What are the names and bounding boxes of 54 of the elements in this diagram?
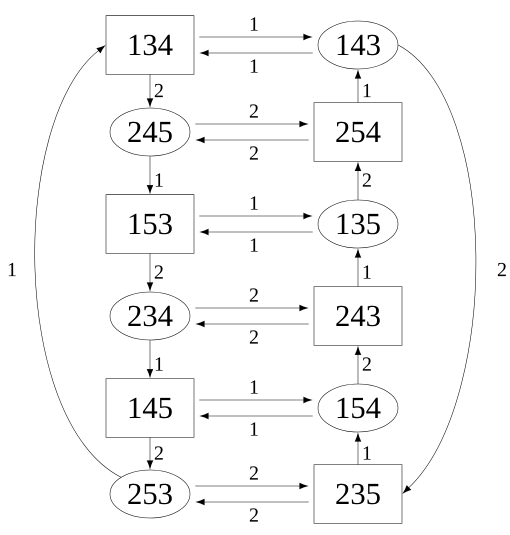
arrow xyxy=(196,136,309,144)
arrow xyxy=(34,45,122,478)
arrow xyxy=(354,162,362,200)
arrow xyxy=(195,120,308,128)
arrow xyxy=(354,249,362,287)
edge-label: 1 xyxy=(153,172,165,188)
edge-label: 1 xyxy=(248,16,260,32)
edge-label: 2 xyxy=(248,288,260,302)
arrow xyxy=(200,228,313,236)
arrow xyxy=(195,482,308,490)
edge-label: 1 xyxy=(153,356,165,372)
state-box: 243 xyxy=(314,286,402,346)
edge-label: 2 xyxy=(361,356,373,372)
arrow xyxy=(398,44,476,494)
arrow xyxy=(146,437,154,469)
edge-label: 2 xyxy=(153,83,165,98)
edge-label: 1 xyxy=(6,262,18,277)
state-box: 153 xyxy=(106,194,194,254)
arrow xyxy=(199,34,312,40)
state-box: 134 xyxy=(106,15,194,75)
edge-label: 1 xyxy=(361,264,373,280)
edge-label: 2 xyxy=(248,104,260,118)
arrow xyxy=(146,156,154,194)
edge-label: 2 xyxy=(153,264,165,280)
edge-label: 2 xyxy=(361,172,373,188)
edge-label: 2 xyxy=(248,330,260,344)
arrow xyxy=(199,212,312,220)
arrow xyxy=(199,396,312,404)
edge-label: 1 xyxy=(248,58,260,74)
edge-label: 1 xyxy=(248,196,260,210)
edge-label: 1 xyxy=(248,422,260,436)
arrow xyxy=(200,50,313,56)
edge-label: 2 xyxy=(248,146,260,160)
arrow xyxy=(354,433,362,465)
edge-label: 2 xyxy=(153,446,165,460)
arrow xyxy=(146,340,154,378)
arrow xyxy=(195,304,308,312)
edge-label: 1 xyxy=(361,446,373,460)
edge-label: 1 xyxy=(248,380,260,394)
state-box: 235 xyxy=(314,464,402,524)
arrow xyxy=(354,346,362,384)
arrow xyxy=(354,70,362,103)
edge-label: 1 xyxy=(248,238,260,252)
edge-label: 1 xyxy=(361,83,373,98)
arrow xyxy=(146,74,154,107)
edge-label: 2 xyxy=(248,508,260,522)
arrow xyxy=(196,498,309,506)
edge-label: 2 xyxy=(248,466,260,480)
arrow xyxy=(200,412,313,420)
arrow xyxy=(146,253,154,291)
edge-label: 2 xyxy=(496,262,508,277)
state-box: 254 xyxy=(314,102,402,162)
arrow xyxy=(196,320,309,328)
state-box: 145 xyxy=(106,378,194,438)
